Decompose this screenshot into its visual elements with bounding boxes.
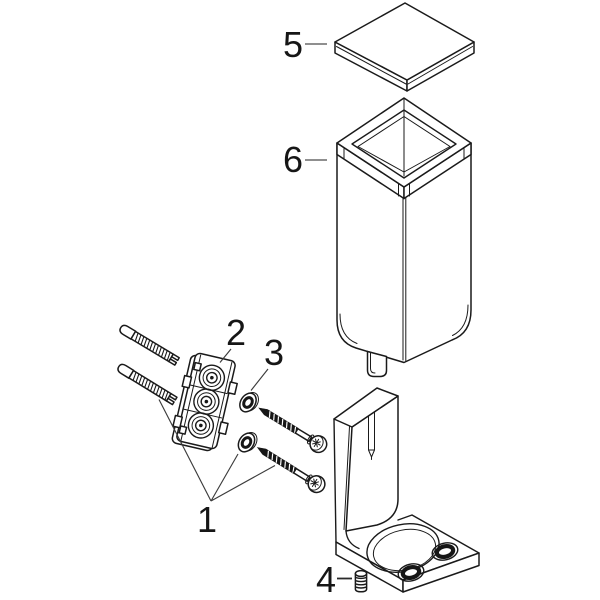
part-label-1: 1 — [197, 499, 217, 540]
washer-lower — [237, 432, 258, 453]
bracket-screw-hole-front — [397, 563, 425, 582]
lid-drawing — [334, 2, 475, 92]
washer-upper — [239, 392, 259, 413]
set-screw-drawing — [354, 569, 368, 593]
part-label-2: 2 — [226, 312, 246, 353]
screw-lower — [256, 447, 326, 494]
wall-anchor-lower — [117, 363, 178, 406]
holder-bracket-drawing — [333, 387, 480, 593]
leader-line-1 — [158, 399, 276, 502]
container-spout — [366, 350, 388, 378]
part-label-4: 4 — [316, 559, 336, 600]
wall-anchor-upper — [119, 324, 180, 366]
part-label-5: 5 — [283, 24, 303, 65]
leader-line-2 — [219, 348, 232, 363]
part-label-3: 3 — [264, 332, 284, 373]
container-drawing — [336, 97, 472, 378]
bracket-slot — [368, 411, 375, 460]
bracket-screw-hole-right — [431, 542, 459, 561]
part-label-6: 6 — [283, 139, 303, 180]
mounting-plate-drawing — [171, 352, 238, 452]
leader-line-3 — [250, 368, 269, 391]
plate-bosses — [187, 364, 226, 439]
screw-upper — [258, 407, 328, 454]
